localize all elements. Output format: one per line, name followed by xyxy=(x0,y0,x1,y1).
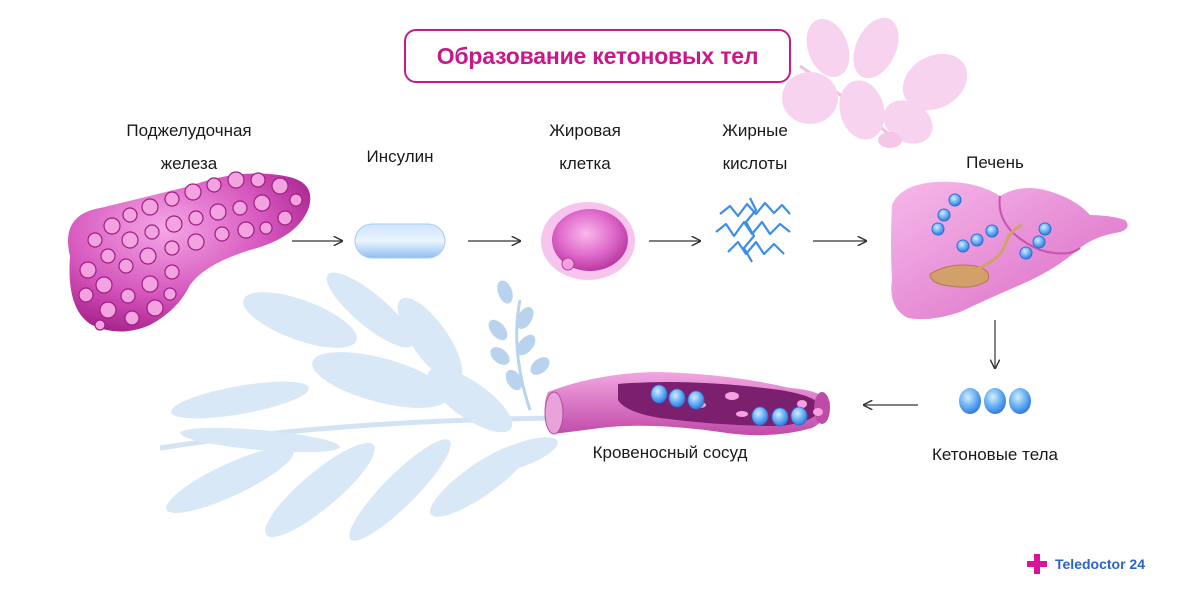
pancreas-label-line1: Поджелудочная xyxy=(126,121,252,140)
title-box: Образование кетоновых тел xyxy=(404,29,791,83)
blue-fern-icon xyxy=(159,272,561,541)
fat-cell-label-line1: Жировая xyxy=(549,121,621,140)
ketone-bodies-label: Кетоновые тела xyxy=(932,445,1058,464)
pancreas-label: Поджелудочная железа xyxy=(104,114,274,180)
fatty-acids-label-line1: Жирные xyxy=(722,121,788,140)
blood-vessel-icon xyxy=(544,372,830,436)
fat-cell-label-line2: клетка xyxy=(559,154,611,173)
blue-sprig-icon xyxy=(488,280,550,411)
blood-vessel-label: Кровеносный сосуд xyxy=(592,443,748,462)
pancreas-label-line2: железа xyxy=(160,154,218,173)
fatty-acids-icon xyxy=(715,197,791,263)
pink-leaf-branch-icon xyxy=(782,17,968,148)
fat-cell-icon xyxy=(541,202,635,280)
fatty-acids-label: Жирные кислоты xyxy=(700,114,810,180)
fat-cell-label: Жировая клетка xyxy=(530,114,640,180)
fatty-acids-label-line2: кислоты xyxy=(722,154,788,173)
brand-name: Teledoctor 24 xyxy=(1055,556,1145,572)
brand-logo: Teledoctor 24 xyxy=(1026,553,1145,575)
liver-label: Печень xyxy=(966,153,1024,172)
liver-icon xyxy=(891,181,1128,320)
pancreas-icon xyxy=(68,171,311,332)
plus-cross-icon xyxy=(1027,554,1047,574)
diagram-title: Образование кетоновых тел xyxy=(436,42,759,69)
ketone-bodies-icon xyxy=(959,388,1031,414)
insulin-icon xyxy=(354,223,446,259)
insulin-label: Инсулин xyxy=(366,147,434,166)
